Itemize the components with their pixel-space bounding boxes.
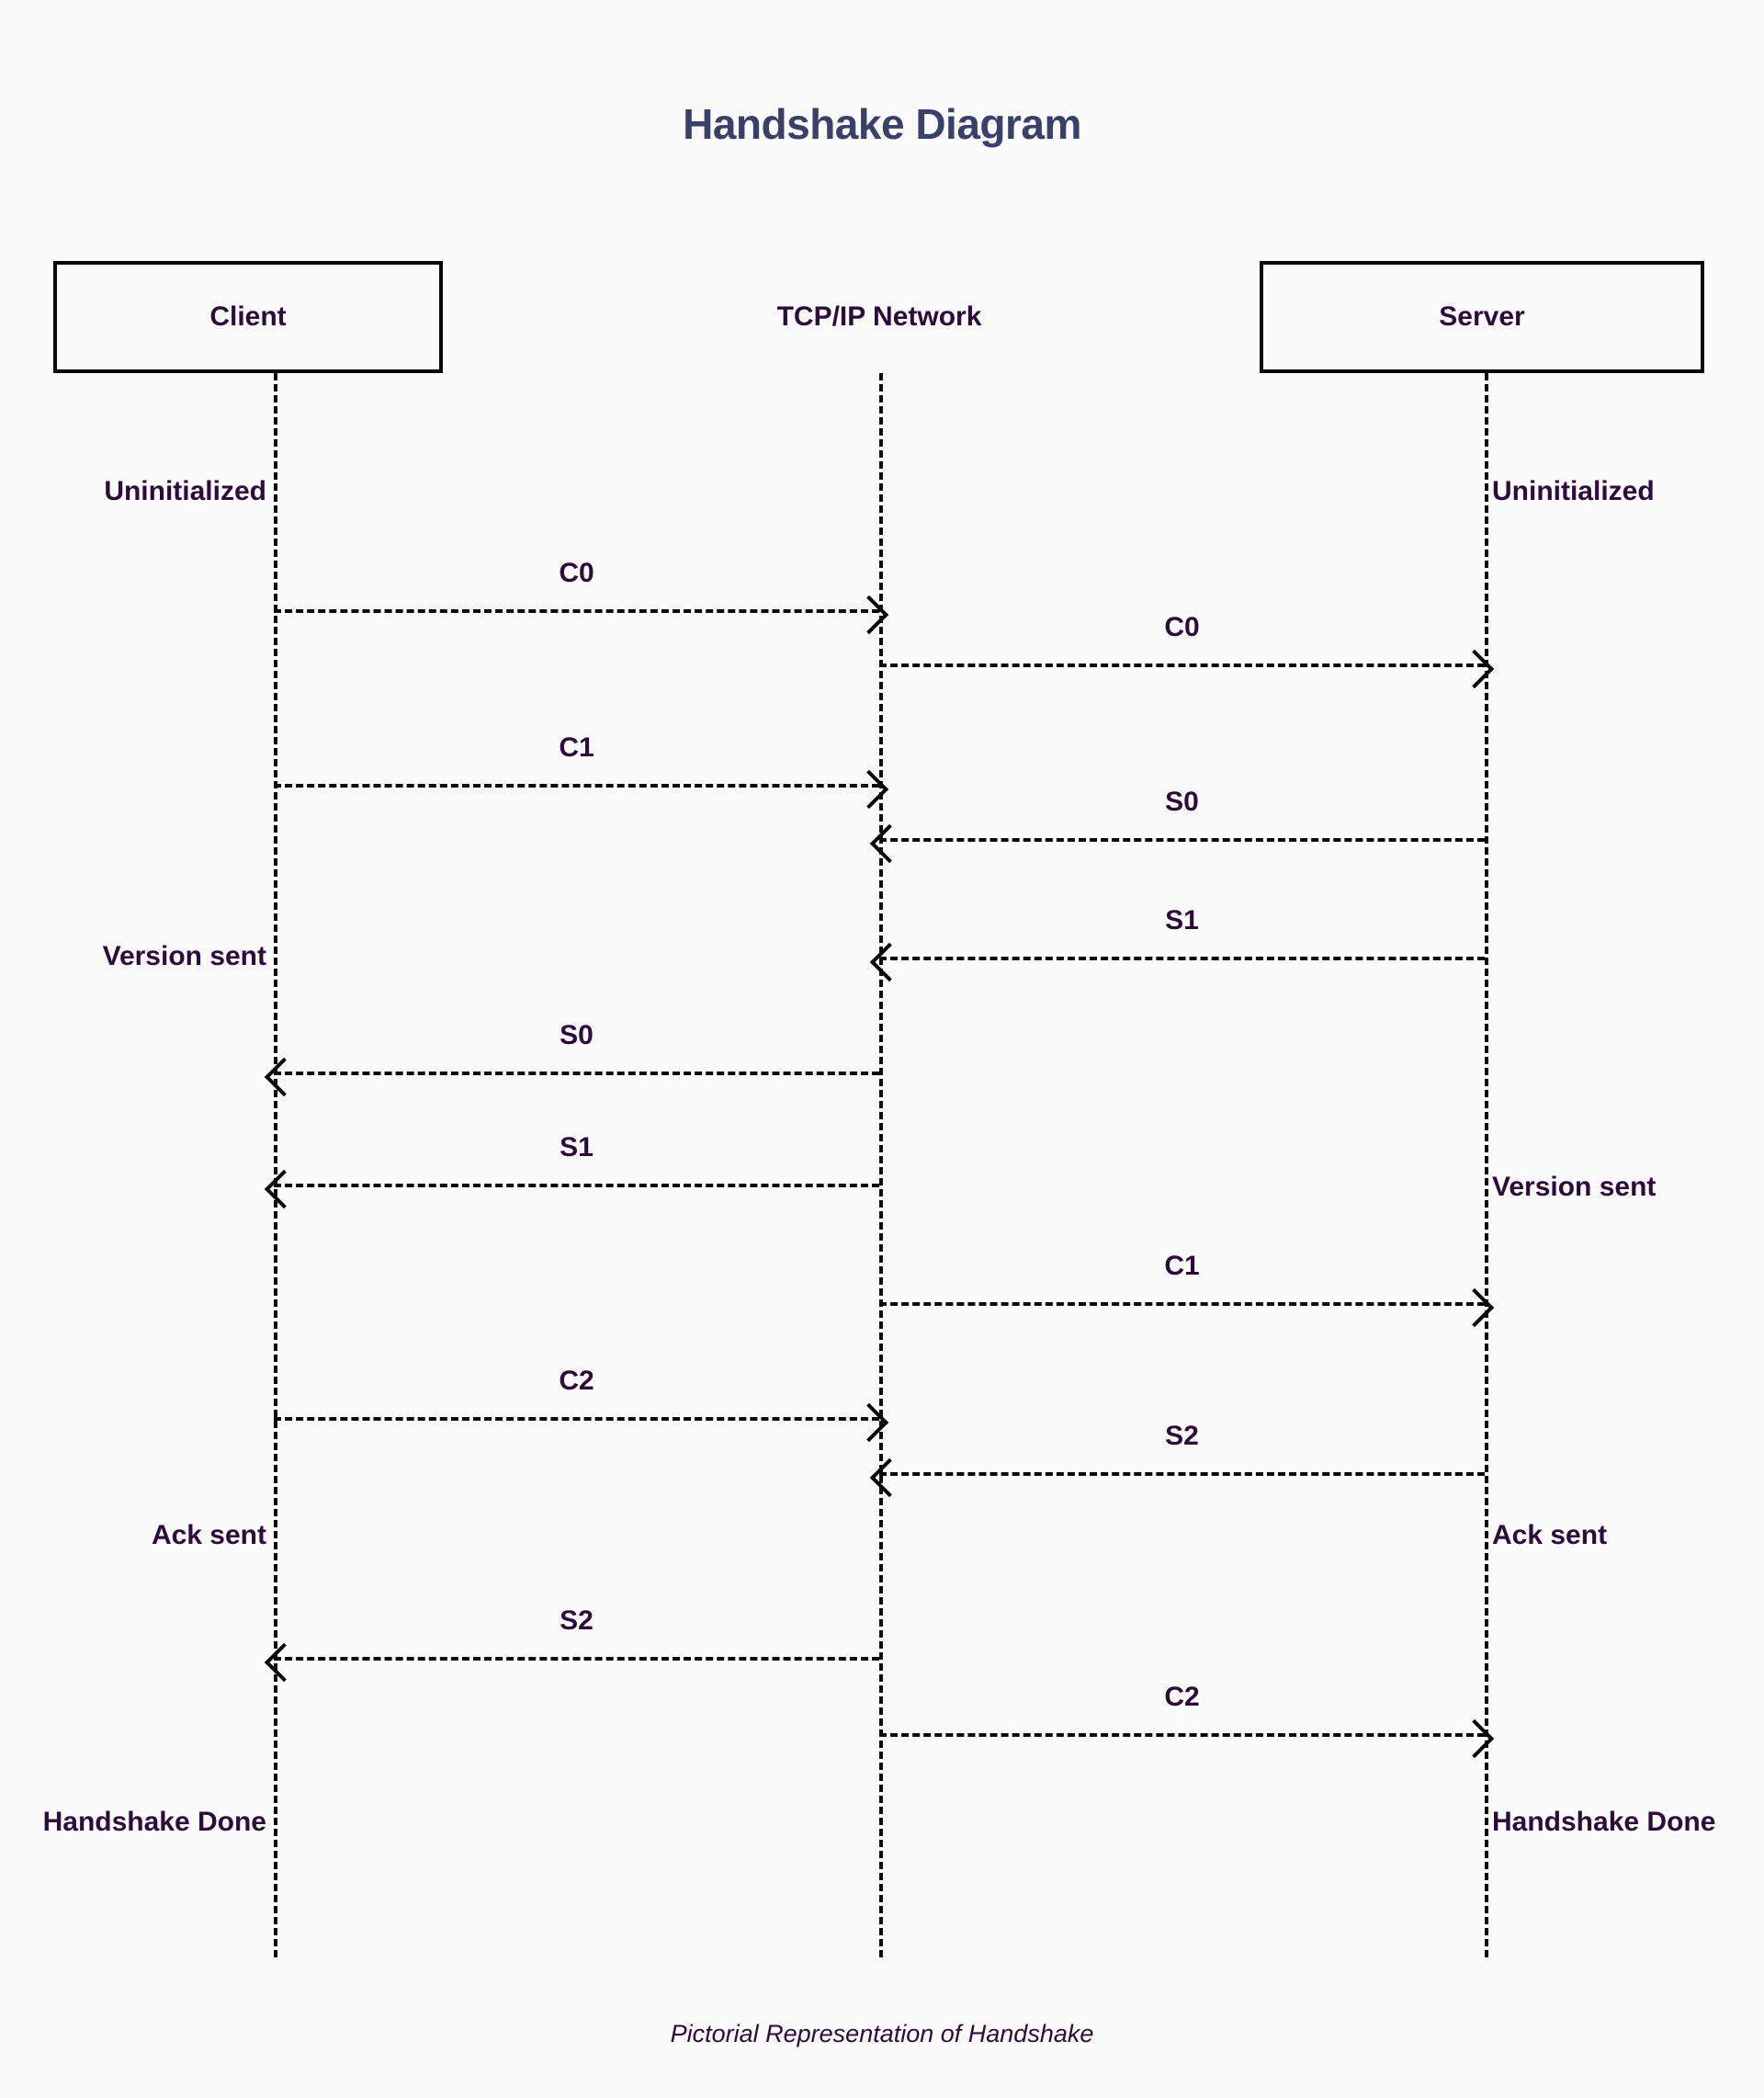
- state-label-client-ack-sent: Ack sent: [151, 1520, 266, 1550]
- message-arrow-m9: [274, 1402, 889, 1443]
- message-label-m6: S0: [560, 1020, 594, 1050]
- message-label-m3: C1: [559, 732, 594, 763]
- message-label-m8: C1: [1164, 1251, 1200, 1281]
- message-label-m11: S2: [560, 1605, 594, 1636]
- message-arrow-m5: [869, 942, 1485, 982]
- state-label-client-handshake-done: Handshake Done: [42, 1807, 266, 1837]
- state-label-client-version-sent: Version sent: [102, 941, 266, 971]
- arrowhead-left-icon: [869, 942, 910, 982]
- message-label-m9: C2: [559, 1366, 594, 1396]
- message-label-m4: S0: [1165, 787, 1199, 817]
- diagram-caption: Pictorial Representation of Handshake: [670, 2020, 1094, 2047]
- message-arrow-m8: [879, 1287, 1495, 1328]
- message-arrow-m12: [879, 1718, 1495, 1759]
- message-arrow-m11: [264, 1642, 879, 1683]
- participant-header-server: Server: [1260, 261, 1704, 373]
- message-arrow-m1: [274, 595, 889, 635]
- arrowhead-left-icon: [869, 1457, 910, 1498]
- participant-header-client: Client: [53, 261, 443, 373]
- message-arrow-m6: [264, 1057, 879, 1097]
- lifeline-client: [274, 373, 277, 1957]
- state-label-server-uninitialized: Uninitialized: [1492, 476, 1655, 506]
- participant-label-server: Server: [1439, 301, 1525, 332]
- lifeline-server: [1485, 373, 1488, 1957]
- participant-header-network: TCP/IP Network: [643, 261, 1115, 373]
- message-label-m10: S2: [1165, 1421, 1199, 1451]
- lifeline-network: [879, 373, 883, 1957]
- message-arrow-m3: [274, 769, 889, 810]
- participant-label-client: Client: [209, 301, 287, 332]
- diagram-title: Handshake Diagram: [683, 100, 1081, 148]
- arrowhead-left-icon: [264, 1642, 304, 1683]
- message-label-m2: C0: [1164, 612, 1200, 642]
- message-arrow-m10: [869, 1457, 1485, 1498]
- message-arrow-m4: [869, 823, 1485, 864]
- message-label-m12: C2: [1164, 1682, 1200, 1712]
- message-arrow-m7: [264, 1169, 879, 1209]
- participant-label-network: TCP/IP Network: [776, 301, 982, 332]
- arrowhead-left-icon: [264, 1169, 304, 1209]
- arrowhead-left-icon: [264, 1057, 304, 1097]
- state-label-server-ack-sent: Ack sent: [1492, 1520, 1608, 1550]
- state-label-server-version-sent: Version sent: [1492, 1172, 1657, 1202]
- message-label-m7: S1: [560, 1132, 594, 1162]
- state-label-client-uninitialized: Uninitialized: [104, 476, 266, 506]
- state-label-server-handshake-done: Handshake Done: [1492, 1807, 1716, 1837]
- message-label-m1: C0: [559, 558, 594, 588]
- message-arrow-m2: [879, 649, 1495, 689]
- message-label-m5: S1: [1165, 905, 1199, 936]
- arrowhead-left-icon: [869, 823, 910, 864]
